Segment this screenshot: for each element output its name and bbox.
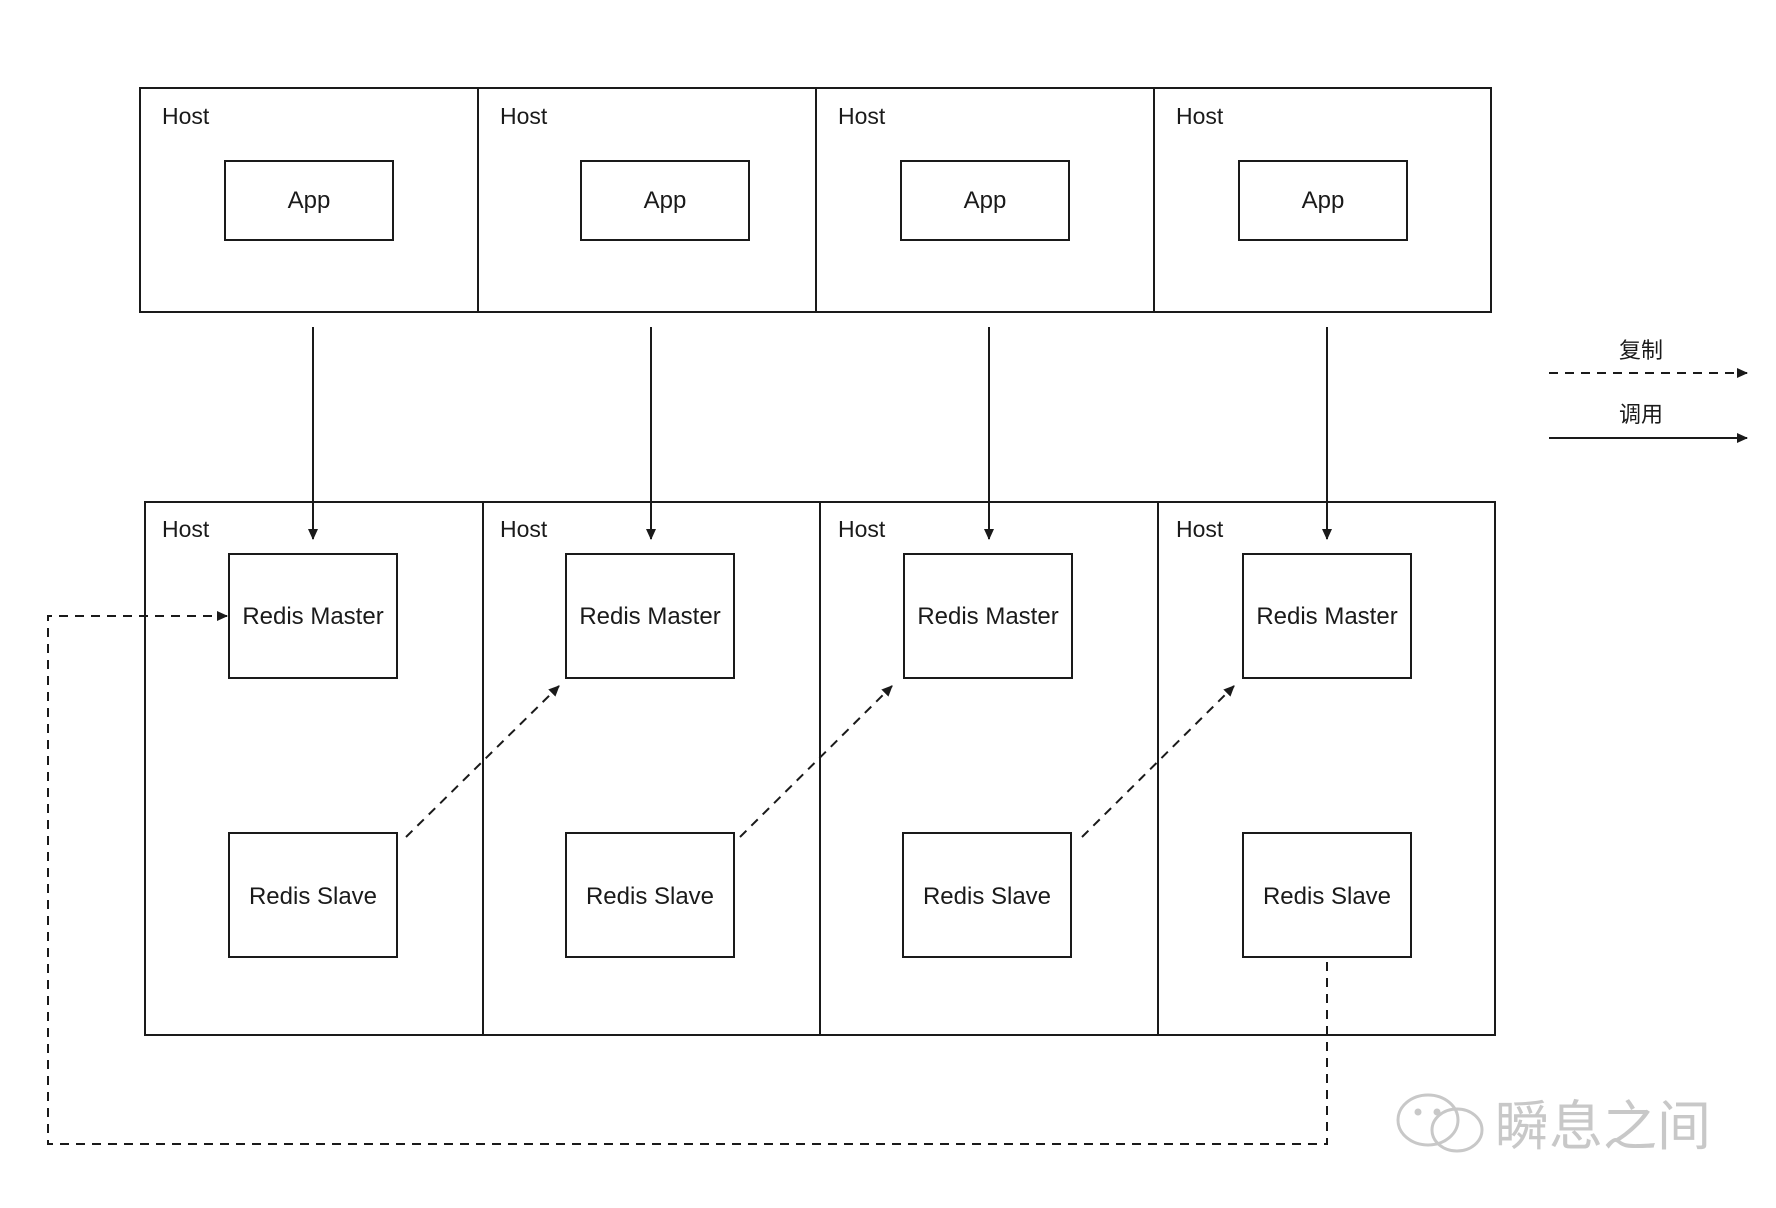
redis-slave-label: Redis Slave <box>586 883 714 910</box>
redis-master-box <box>565 553 735 679</box>
redis-master-label: Redis Master <box>1256 603 1397 630</box>
redis-host-label: Host <box>162 516 210 542</box>
redis-master-label: Redis Master <box>579 603 720 630</box>
app-host-4: Host App <box>1153 87 1492 313</box>
replication-arrow <box>405 685 560 838</box>
redis-slave-box <box>228 832 398 958</box>
app-label: App <box>964 187 1007 214</box>
replication-loop-arrow <box>47 611 1328 1145</box>
app-label: App <box>1302 187 1345 214</box>
redis-slave-label: Redis Slave <box>923 883 1051 910</box>
legend-call-label: 调用 <box>1619 403 1663 428</box>
app-host-label: Host <box>500 103 548 129</box>
redis-host-4: Host Redis Master Redis Slave <box>1157 501 1496 1036</box>
app-host-label: Host <box>162 103 210 129</box>
app-box <box>1238 160 1408 241</box>
app-host-1: Host App <box>139 87 479 313</box>
redis-master-label: Redis Master <box>917 603 1058 630</box>
redis-master-label: Redis Master <box>242 603 383 630</box>
legend-replication-label: 复制 <box>1619 339 1663 364</box>
redis-host-2: Host Redis Master Redis Slave <box>482 501 821 1036</box>
watermark: 瞬息之间 <box>1396 1093 1711 1158</box>
app-tier: Host App Host App Host App Host App <box>139 87 1492 313</box>
redis-master-box <box>903 553 1073 679</box>
app-host-2: Host App <box>477 87 817 313</box>
redis-slave-label: Redis Slave <box>249 883 377 910</box>
redis-master-box <box>228 553 398 679</box>
redis-host-label: Host <box>1176 516 1224 542</box>
redis-host-1: Host Redis Master Redis Slave <box>144 501 484 1036</box>
app-label: App <box>288 187 331 214</box>
app-label: App <box>644 187 687 214</box>
app-host-3: Host App <box>815 87 1155 313</box>
app-box <box>224 160 394 241</box>
replication-arrows <box>47 611 1328 1145</box>
redis-slave-box <box>565 832 735 958</box>
replication-arrow <box>739 685 893 838</box>
redis-host-label: Host <box>838 516 886 542</box>
app-box <box>580 160 750 241</box>
watermark-text: 瞬息之间 <box>1495 1095 1711 1158</box>
app-host-label: Host <box>838 103 886 129</box>
app-box <box>900 160 1070 241</box>
replication-arrow <box>1081 685 1235 838</box>
app-host-label: Host <box>1176 103 1224 129</box>
redis-tier: Host Redis Master Redis Slave Host Redis… <box>144 501 1496 1036</box>
call-arrows <box>308 327 1332 540</box>
redis-host-label: Host <box>500 516 548 542</box>
redis-master-box <box>1242 553 1412 679</box>
redis-slave-box <box>902 832 1072 958</box>
wechat-icon <box>1396 1093 1484 1153</box>
redis-slave-label: Redis Slave <box>1263 883 1391 910</box>
redis-slave-box <box>1242 832 1412 958</box>
redis-host-3: Host Redis Master Redis Slave <box>819 501 1159 1036</box>
legend: 复制 调用 <box>1549 339 1748 443</box>
